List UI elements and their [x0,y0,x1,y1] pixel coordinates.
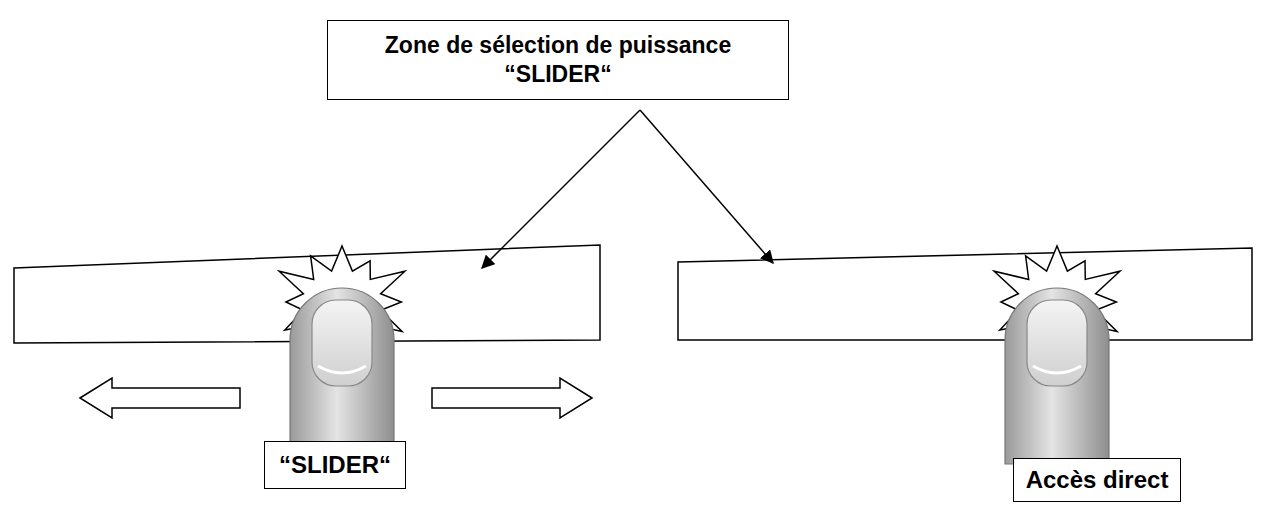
finger [290,288,394,446]
node-text: Accès direct [1026,465,1169,495]
fingernail [312,300,372,386]
title-box: Zone de sélection de puissance “SLIDER“ [327,20,789,100]
slide-arrow [432,378,592,418]
nail-highlight [1033,366,1081,373]
slide-arrow [80,378,240,418]
node-text: Zone de sélection de puissance “SLIDER“ [340,31,776,89]
node-text: “SLIDER“ [279,450,391,480]
finger [1005,288,1109,464]
label-box: Accès direct [1013,458,1182,502]
leader-arrow [482,110,640,268]
slider-bar [678,248,1252,340]
nail-highlight [318,366,366,373]
fingernail [1027,300,1087,386]
leader-arrow [640,110,773,263]
label-box: “SLIDER“ [264,441,406,489]
